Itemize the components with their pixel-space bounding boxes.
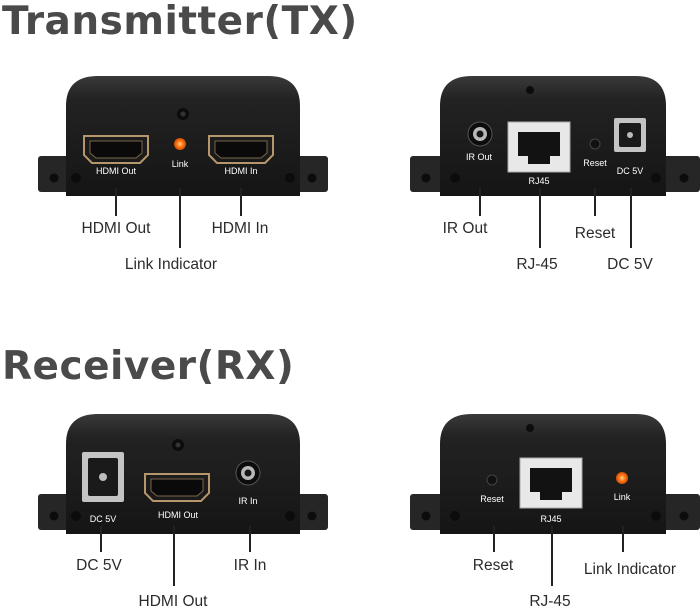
panel-label-rj45: RJ45: [528, 176, 549, 186]
callout-line-reset: [493, 526, 495, 552]
rx-front-device: DC 5V HDMI Out IR In: [38, 414, 328, 534]
title-transmitter: Transmitter(TX): [2, 0, 358, 44]
callout-line-hdmi-out: [173, 526, 175, 586]
callout-hdmi-out: HDMI Out: [81, 220, 151, 237]
callout-hdmi-out: HDMI Out: [138, 593, 208, 610]
flange-screw-icon: [421, 173, 431, 183]
flange-screw-icon: [49, 511, 59, 521]
callout-reset: Reset: [472, 557, 514, 574]
panel-label-hdmi-out: HDMI Out: [96, 166, 137, 176]
flange-screw-icon: [679, 173, 689, 183]
device-body: [66, 76, 300, 196]
flange-screw-icon: [421, 511, 431, 521]
link-led-icon: [174, 138, 186, 150]
callout-line-rj45: [539, 188, 541, 248]
callout-reset: Reset: [574, 225, 616, 242]
panel-label-rj45: RJ45: [540, 514, 561, 524]
hdmi-out-port: [144, 473, 210, 502]
callout-dc-5v: DC 5V: [607, 256, 653, 273]
callout-line-dc-5v: [630, 188, 632, 248]
callout-rj45: RJ-45: [516, 256, 558, 273]
panel-label-link: Link: [614, 492, 631, 502]
dc-5v-jack-icon: [82, 452, 124, 502]
panel-label-hdmi-in: HDMI In: [224, 166, 257, 176]
panel-label-ir-in: IR In: [238, 496, 257, 506]
tx-front-device: HDMI Out Link HDMI In: [38, 76, 328, 196]
callout-link-indicator: Link Indicator: [583, 561, 677, 578]
tx-back-device: IR Out RJ45 Reset DC 5V: [410, 76, 700, 196]
callout-ir-in: IR In: [233, 557, 267, 574]
callout-line-ir-out: [479, 188, 481, 216]
reset-button-icon: [589, 138, 601, 150]
panel-label-reset: Reset: [480, 494, 504, 504]
callout-line-link: [179, 188, 181, 248]
rj45-port: [519, 457, 583, 509]
callout-ir-out: IR Out: [442, 220, 488, 237]
callout-line-ir-in: [249, 526, 251, 552]
link-led-icon: [616, 472, 628, 484]
rx-back-device: Reset RJ45 Link: [410, 414, 700, 534]
panel-label-dc-5v: DC 5V: [617, 166, 644, 176]
reset-button-icon: [486, 474, 498, 486]
callout-line-hdmi-in: [240, 188, 242, 216]
title-receiver: Receiver(RX): [2, 344, 295, 389]
dc-5v-jack-icon: [614, 118, 646, 152]
panel-label-link: Link: [172, 159, 189, 169]
rj45-port: [507, 121, 571, 173]
flange-screw-icon: [307, 173, 317, 183]
callout-link-indicator: Link Indicator: [124, 256, 218, 273]
callout-rj45: RJ-45: [529, 593, 571, 610]
panel-label-hdmi-out: HDMI Out: [158, 510, 199, 520]
hdmi-out-port: [83, 135, 149, 164]
callout-line-link: [622, 526, 624, 552]
callout-line-dc-5v: [100, 526, 102, 552]
flange-screw-icon: [49, 173, 59, 183]
panel-label-dc-5v: DC 5V: [90, 514, 117, 524]
ir-out-jack-icon: [467, 121, 493, 147]
hdmi-in-port: [208, 135, 274, 164]
panel-label-reset: Reset: [583, 158, 607, 168]
callout-dc-5v: DC 5V: [76, 557, 122, 574]
flange-screw-icon: [679, 511, 689, 521]
panel-label-ir-out: IR Out: [466, 152, 493, 162]
callout-line-reset: [594, 188, 596, 216]
callout-line-rj45: [551, 526, 553, 586]
ir-in-jack-icon: [235, 460, 261, 486]
flange-screw-icon: [307, 511, 317, 521]
callout-hdmi-in: HDMI In: [211, 220, 269, 237]
callout-line-hdmi-out: [115, 188, 117, 216]
